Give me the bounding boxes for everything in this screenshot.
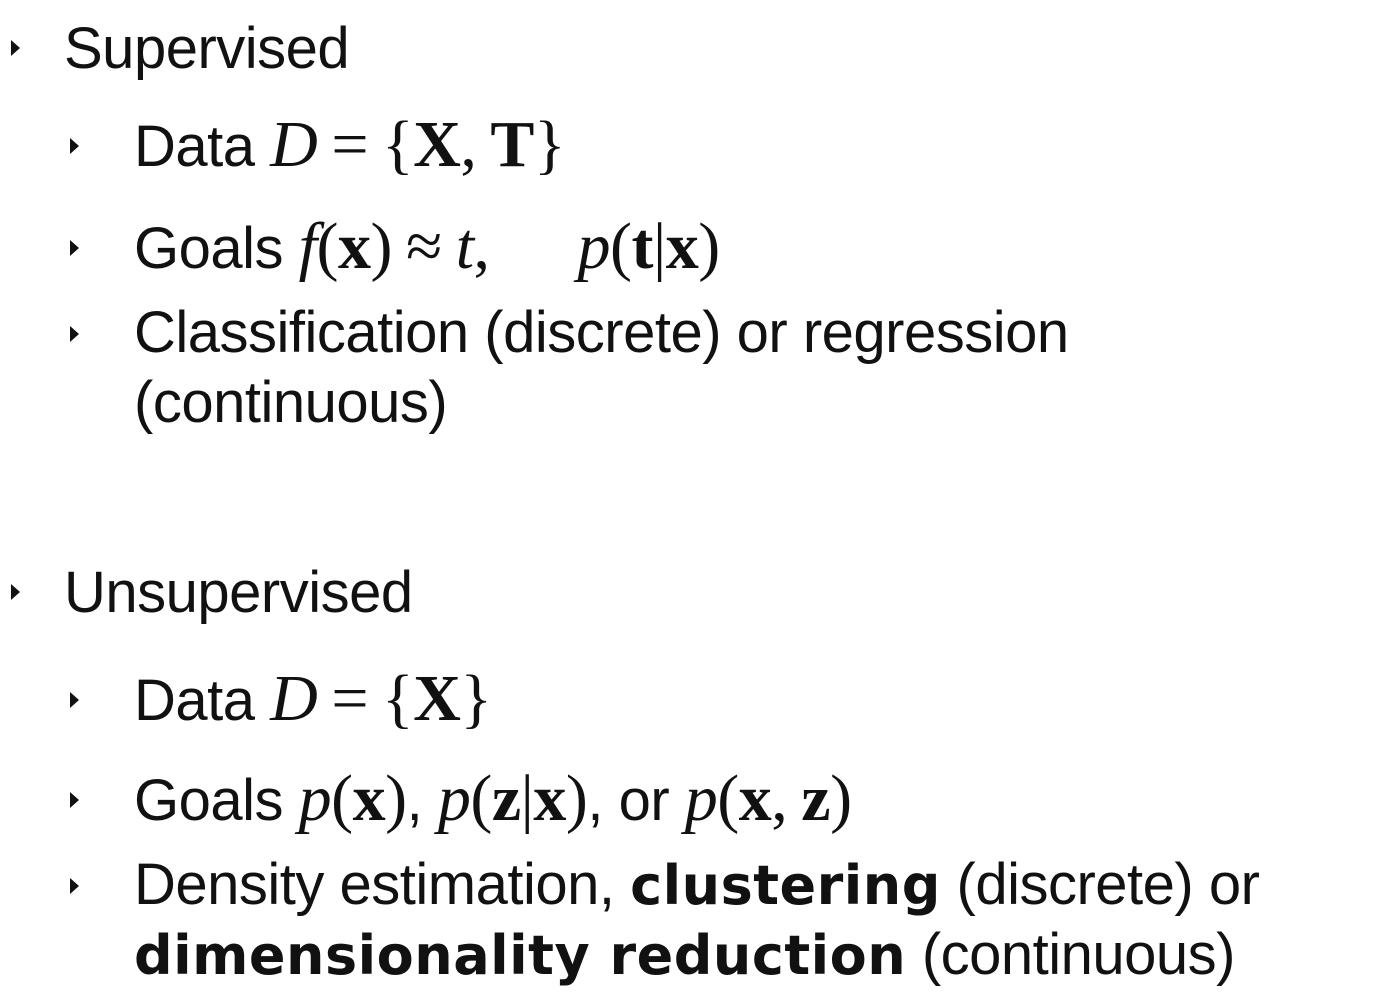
bullet-icon (70, 692, 79, 708)
heading-supervised: Supervised (64, 16, 350, 81)
goal-px: p(x) (298, 762, 407, 835)
goal-pxz: p(x,z) (684, 762, 852, 835)
bullet-icon (11, 584, 20, 600)
unsupervised-data-math: D={X} (270, 662, 492, 735)
unsupervised-desc-line1: Density estimation, clustering (discrete… (134, 852, 1260, 917)
term-dimensionality-reduction: dimensionality reduction (134, 924, 907, 987)
supervised-desc-line2: (continuous) (134, 370, 448, 435)
bullet-icon (70, 138, 79, 154)
bullet-icon (70, 878, 79, 894)
bullet-icon (70, 240, 79, 256)
unsupervised-desc-line2: dimensionality reduction (continuous) (134, 922, 1236, 987)
unsupervised-data-line: Data D={X} (134, 662, 492, 735)
supervised-goals-line: Goals f(x)≈t,p(t|x) (134, 210, 721, 283)
supervised-desc-line1: Classification (discrete) or regression (134, 300, 1069, 365)
supervised-data-line: Data D={X,T} (134, 108, 566, 181)
supervised-goals-math: f(x)≈t,p(t|x) (298, 210, 721, 283)
unsupervised-goals-line: Goals p(x), p(z|x), or p(x,z) (134, 762, 852, 835)
bullet-icon (70, 792, 79, 808)
heading-unsupervised: Unsupervised (64, 560, 413, 625)
supervised-data-math: D={X,T} (270, 108, 566, 181)
goal-pz-given-x: p(z|x) (437, 762, 588, 835)
term-clustering: clustering (630, 854, 941, 917)
bullet-icon (70, 326, 79, 342)
bullet-icon (11, 40, 20, 56)
